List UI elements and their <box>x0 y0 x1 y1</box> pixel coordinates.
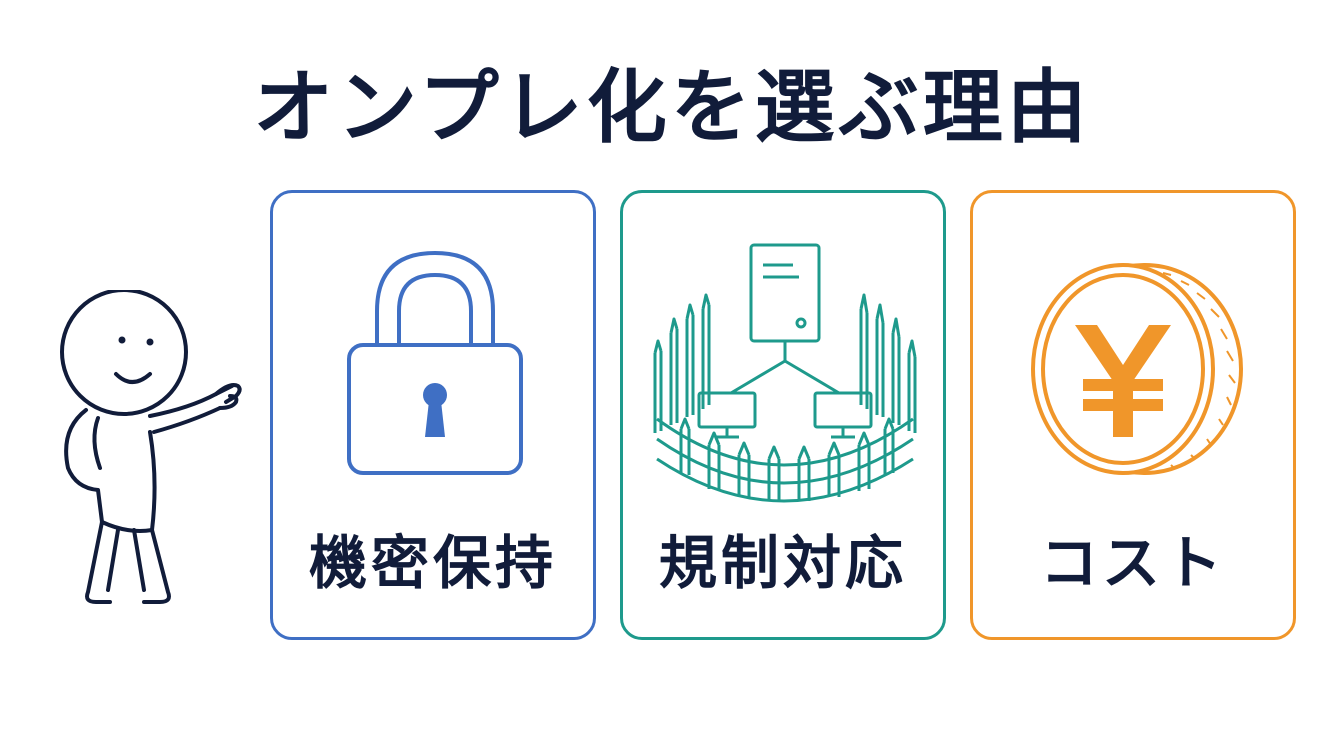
yen-coin-icon <box>1031 263 1243 475</box>
card-label: コスト <box>1039 529 1226 597</box>
card-label: 規制対応 <box>658 529 907 597</box>
card-confidentiality: 機密保持 <box>270 190 596 640</box>
card-cost: コスト <box>970 190 1296 640</box>
pointing-person-illustration <box>60 290 242 604</box>
lock-icon <box>347 250 523 475</box>
card-compliance: 規制対応 <box>620 190 946 640</box>
page-title: オンプレ化を選ぶ理由 <box>253 61 1091 154</box>
fenced-server-network-icon <box>653 243 917 503</box>
card-label: 機密保持 <box>308 529 557 597</box>
